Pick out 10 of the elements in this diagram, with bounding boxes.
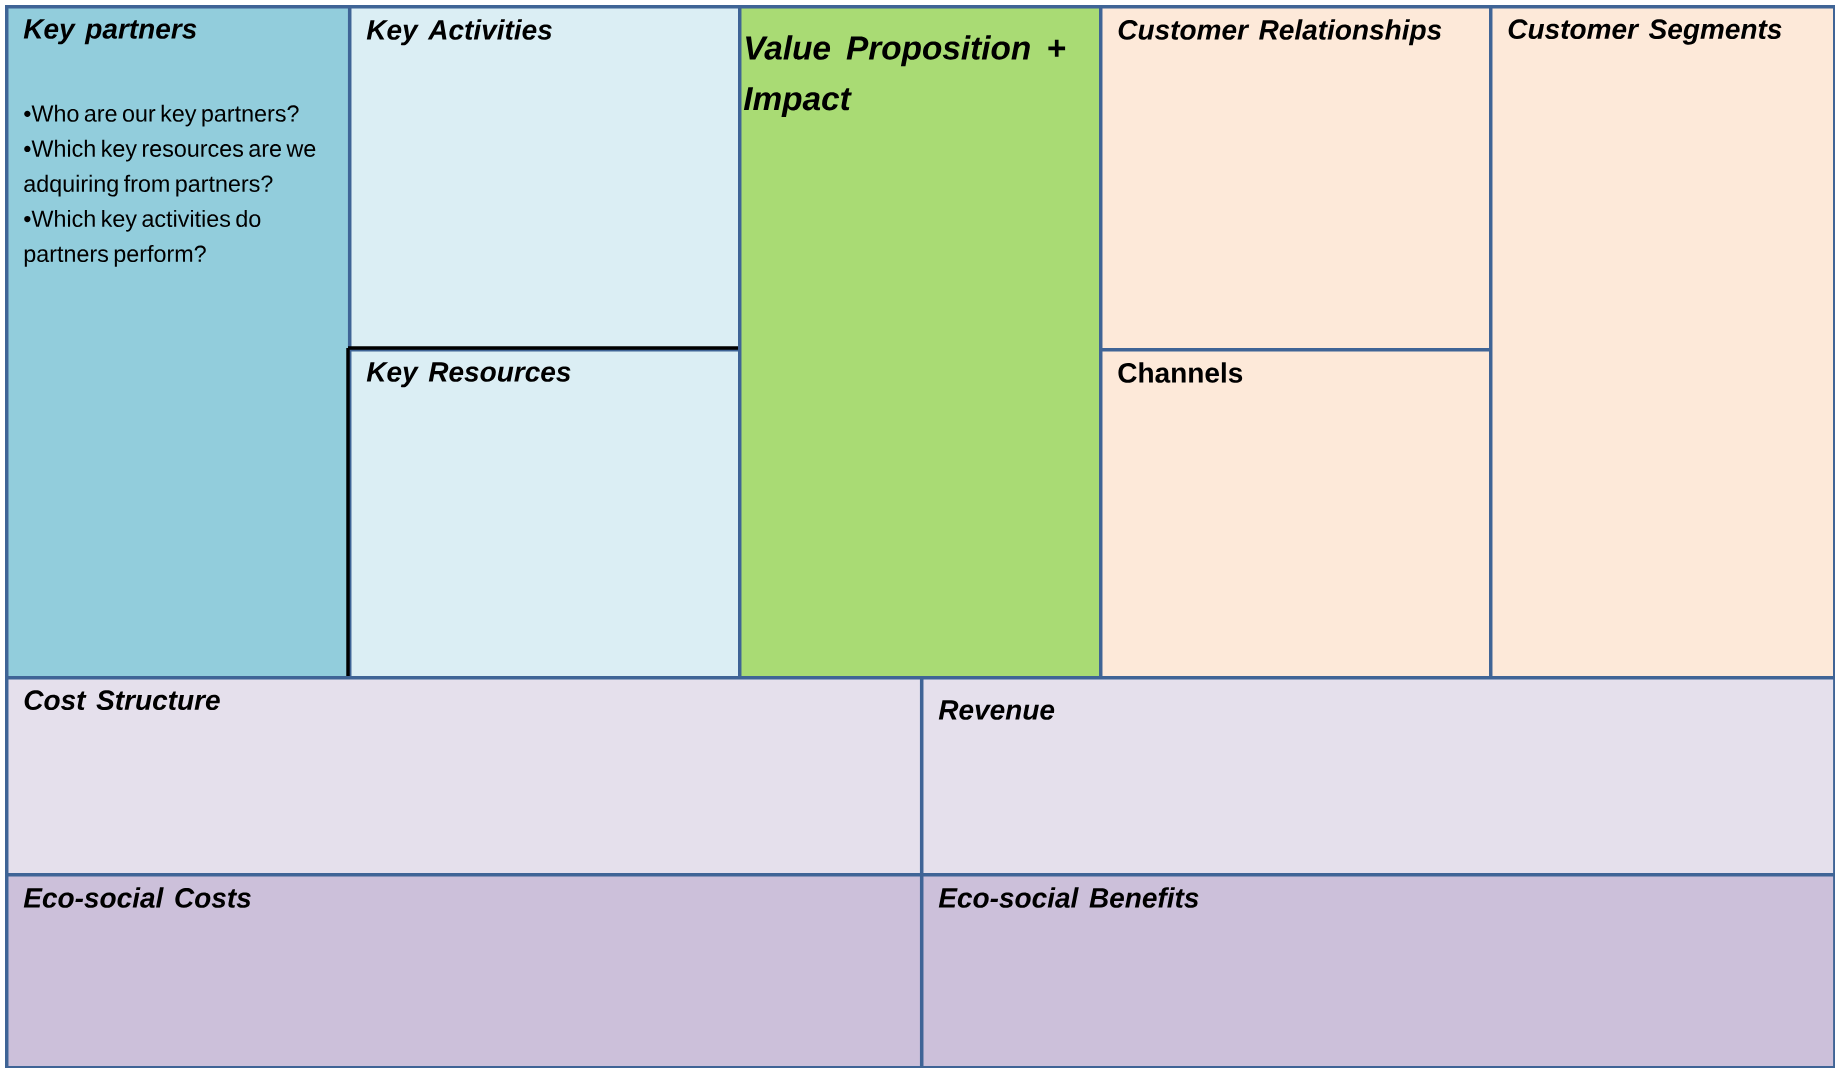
canvas-box: Customer Segments <box>1489 5 1835 680</box>
canvas-box: Eco-social Benefits <box>920 873 1835 1068</box>
canvas-box: Value Proposition + Impact <box>738 5 1103 680</box>
canvas-box: Eco-social Costs <box>5 873 924 1068</box>
canvas-box: Channels <box>1099 348 1493 680</box>
canvas-box: Customer Relationships <box>1099 5 1493 352</box>
canvas-box: Revenue <box>920 676 1835 877</box>
canvas-box: Key partners •Who are our key partners? •Which key resources are we adquiring from partners? •Which key activities do partners perform? <box>5 5 352 680</box>
canvas-box: Key Activities <box>348 5 742 352</box>
canvas-box: Cost Structure <box>5 676 924 877</box>
